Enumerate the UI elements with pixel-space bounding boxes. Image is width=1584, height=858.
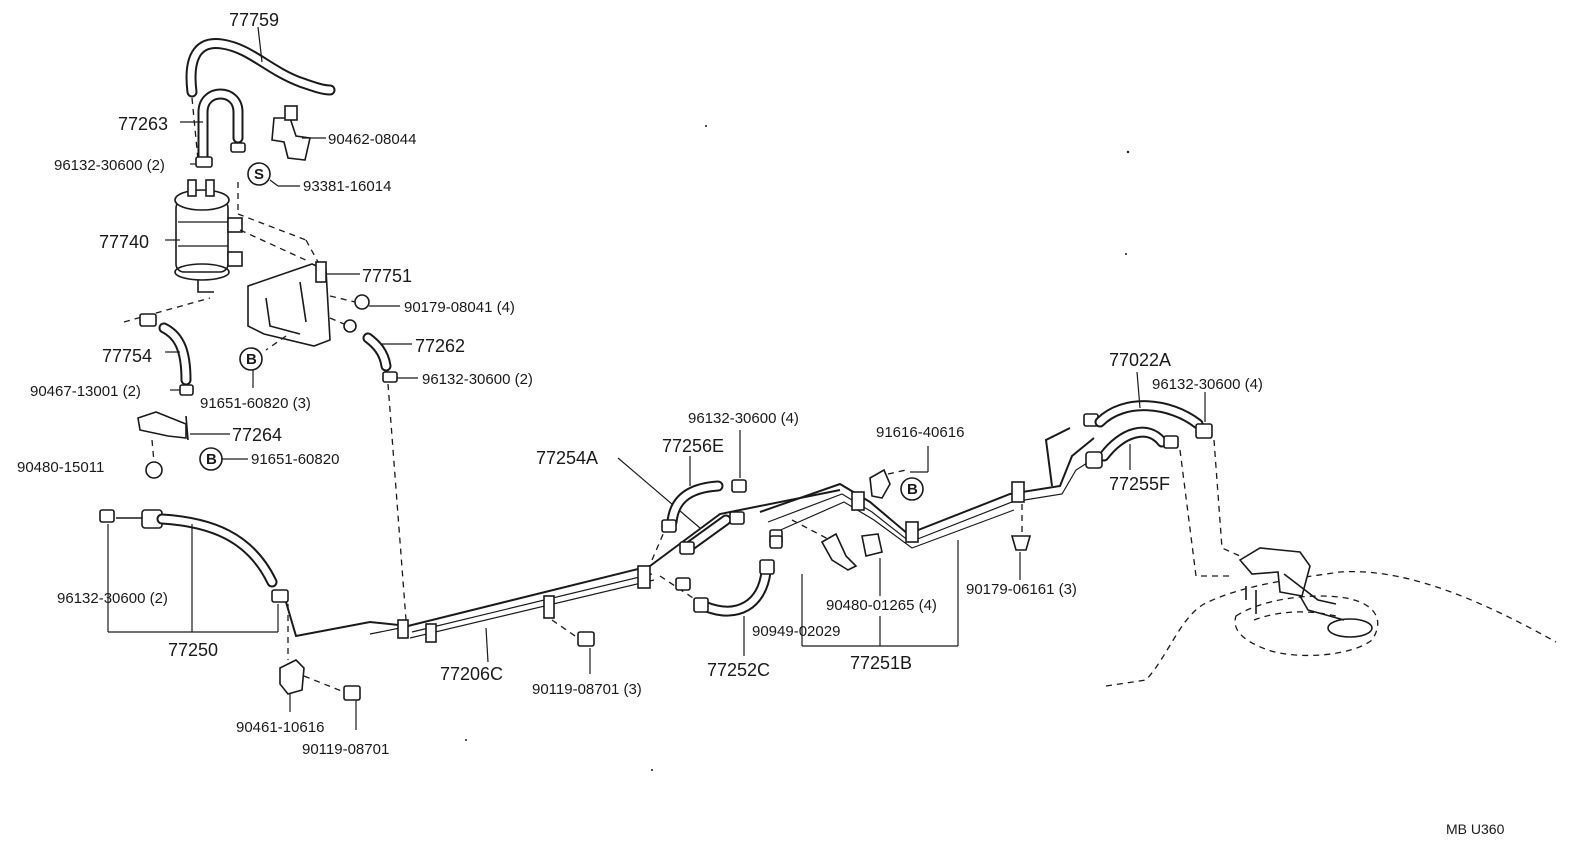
label-77751: 77751 — [362, 266, 412, 286]
bolt-90119 — [577, 631, 595, 647]
label-93381-16014: 93381-16014 — [303, 178, 391, 195]
hose-77255F — [1098, 426, 1168, 462]
label-77252C: 77252C — [707, 660, 770, 680]
circle-b-symbol — [239, 347, 263, 371]
symbol-b-1: B — [246, 351, 257, 368]
tube-77206C — [285, 489, 841, 639]
label-91651-60820-3: 91651-60820 (3) — [200, 395, 311, 412]
symbol-b-3: B — [907, 481, 918, 498]
hose-77022A — [1094, 400, 1204, 430]
clamp-90480-01265 — [861, 533, 883, 557]
clip-91616 — [869, 468, 891, 499]
label-77759: 77759 — [229, 10, 279, 30]
bolt-90119-08701 — [343, 685, 361, 701]
label-77250: 77250 — [168, 640, 218, 660]
label-90179-06161: 90179-06161 (3) — [966, 581, 1077, 598]
diagram-code: MB U360 — [1446, 821, 1505, 837]
label-90467-13001: 90467-13001 (2) — [30, 383, 141, 400]
hose-77254A — [684, 514, 732, 552]
label-77754: 77754 — [102, 346, 152, 366]
label-90179-08041: 90179-08041 (4) — [404, 299, 515, 316]
nut-90480-15011 — [145, 461, 163, 479]
label-90480-01265: 90480-01265 (4) — [826, 597, 937, 614]
nut-90179-06161 — [1010, 535, 1032, 551]
label-90119-08701: 90119-08701 — [302, 741, 389, 758]
circle-s-symbol — [247, 162, 271, 186]
hose-77256E — [666, 480, 724, 528]
label-90462-08044: 90462-08044 — [328, 131, 416, 148]
clamp-part — [271, 589, 289, 603]
label-90119-08701-3: 90119-08701 (3) — [532, 681, 642, 698]
nut-90179-08041 — [343, 319, 357, 333]
hose-77754 — [158, 322, 192, 386]
label-77263: 77263 — [118, 114, 168, 134]
label-96132-30600-2a: 96132-30600 (2) — [54, 157, 165, 174]
canister-77740 — [174, 179, 243, 293]
label-77740: 77740 — [99, 232, 149, 252]
label-77251B: 77251B — [850, 653, 912, 673]
leader-77254A — [617, 457, 701, 529]
hose-77263 — [197, 88, 244, 164]
bracket-90462 — [271, 105, 311, 161]
clamp-part — [179, 384, 194, 396]
circle-b-symbol — [900, 477, 924, 501]
clamp-part — [195, 156, 213, 168]
clamp-part — [139, 313, 157, 327]
hose-77262 — [362, 332, 392, 372]
clamp-part — [230, 142, 246, 153]
label-91651-60820: 91651-60820 — [251, 451, 339, 468]
leader-77206C — [485, 627, 489, 663]
label-90480-15011: 90480-15011 — [17, 459, 104, 476]
bracket-77264 — [137, 411, 189, 441]
label-96132-30600-4a: 96132-30600 (4) — [688, 410, 799, 427]
leader-77022A — [1136, 371, 1141, 409]
hose-77252C — [698, 566, 772, 617]
label-77206C: 77206C — [440, 664, 503, 684]
label-96132-30600-4b: 96132-30600 (4) — [1152, 376, 1263, 393]
bracket-90461 — [279, 659, 305, 695]
bracket-90949 — [820, 532, 858, 571]
label-77254A: 77254A — [536, 448, 598, 468]
clamp-part — [99, 509, 115, 523]
tube-77251B — [759, 437, 1099, 549]
symbol-s: S — [254, 166, 264, 183]
label-77256E: 77256E — [662, 436, 724, 456]
hose-77250 — [156, 513, 278, 588]
bracket-77751 — [247, 261, 331, 347]
hose-77759 — [185, 38, 336, 98]
clamp-part — [382, 371, 398, 383]
symbol-b-2: B — [206, 451, 217, 468]
label-77264: 77264 — [232, 425, 282, 445]
fuel-tank-outline — [1105, 547, 1557, 687]
label-90461-10616: 90461-10616 — [236, 719, 324, 736]
label-96132-30600-2b: 96132-30600 (2) — [422, 371, 533, 388]
label-77255F: 77255F — [1109, 474, 1170, 494]
label-90949-02029: 90949-02029 — [752, 623, 840, 640]
label-91616-40616: 91616-40616 — [876, 424, 964, 441]
label-77022A: 77022A — [1109, 350, 1171, 370]
label-96132-30600-2c: 96132-30600 (2) — [57, 590, 168, 607]
label-77262: 77262 — [415, 336, 465, 356]
nut-90179-08041 — [354, 294, 370, 310]
leader-77759 — [257, 26, 263, 63]
